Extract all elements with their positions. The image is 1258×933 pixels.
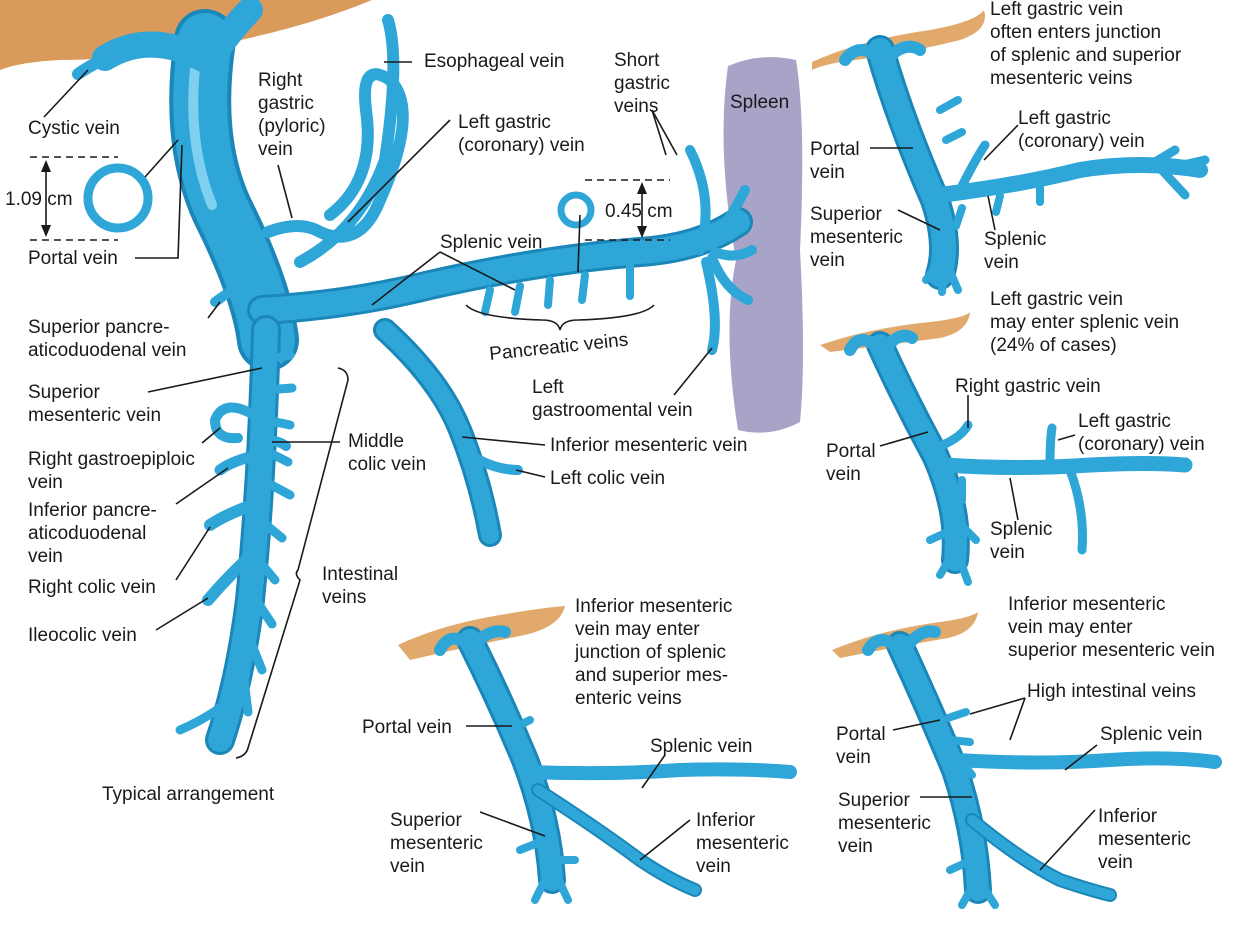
v4-splenic [958,758,1215,762]
v1-left-gastric-label: Left gastric(coronary) vein [1018,108,1145,152]
splenic-diameter-label: 0.45 cm [605,201,673,222]
v3-splenic-label: Splenic vein [650,736,752,757]
portal-arrow-down [41,225,51,237]
left-gastroomental-branch [706,262,715,350]
typical-arrangement-caption: Typical arrangement [102,784,275,805]
portal-cross-section [88,168,148,228]
v3-portal-label: Portal vein [362,717,452,738]
hilum-branch-2 [715,250,752,256]
portal-diameter-label: 1.09 cm [5,189,73,210]
right-colic-label: Right colic vein [28,577,156,598]
portal-vein-label: Portal vein [28,248,118,269]
splenic-cross-section [561,195,591,225]
inferior-mesenteric-label: Inferior mesenteric vein [550,435,747,456]
cystic-vein-label: Cystic vein [28,118,120,139]
esophageal-vein-label: Esophageal vein [424,51,565,72]
splenic-arrow-down [637,226,647,238]
v4-splenic-label: Splenic vein [1100,724,1202,745]
splenic-arrow-up [637,182,647,194]
left-gastric-label: Left gastric(coronary) vein [458,112,585,156]
v2-splenic [945,464,1185,468]
portal-arrow-up [41,160,51,172]
spleen-shape [724,57,804,433]
splenic-vein-label: Splenic vein [440,232,542,253]
v3-splenic [530,769,790,773]
v4-high-intestinal-label: High intestinal veins [1027,681,1196,702]
v2-left-gastric [1050,428,1052,465]
spleen-label: Spleen [730,92,789,113]
v1-smv-label: Superiormesentericvein [810,204,903,271]
ileocolic-label: Ileocolic vein [28,625,137,646]
v2-imv [1070,470,1083,550]
pancreatic-veins-label: Pancreatic veins [488,330,629,365]
sup-pancreaticoduodenal-label: Superior pancre-aticoduodenal vein [28,317,186,361]
left-colic-label: Left colic vein [550,468,665,489]
v3-smv-label: Superiormesentericvein [390,810,483,877]
v2-left-gastric-label: Left gastric(coronary) vein [1078,411,1205,455]
v2-right-gastric-label: Right gastric vein [955,376,1101,397]
v4-smv-label: Superiormesentericvein [838,790,931,857]
